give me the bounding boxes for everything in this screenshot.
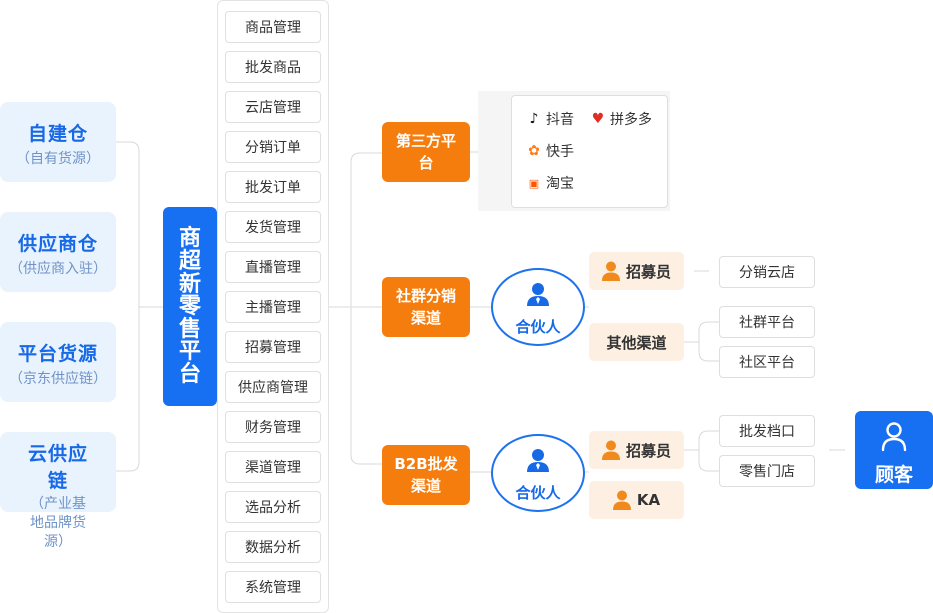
platform-label: 商超新零售平台: [178, 226, 201, 387]
module-item: 分销订单: [225, 131, 321, 163]
ecom-name: 拼多多: [610, 112, 652, 128]
module-item: 渠道管理: [225, 451, 321, 483]
ecom-name: 快手: [546, 144, 574, 160]
module-item: 批发订单: [225, 171, 321, 203]
ecom-name: 抖音: [546, 112, 574, 128]
role-2-bracket: [698, 321, 719, 362]
customer-person-icon: [881, 422, 907, 452]
customer-label: 顾客: [874, 464, 913, 486]
module-item: 主播管理: [225, 291, 321, 323]
leaf-item: 分销云店: [719, 256, 815, 288]
partner-node: 合伙人: [491, 268, 585, 346]
partner-label: 合伙人: [515, 318, 561, 336]
source-subtitle: （京东供应链）: [9, 371, 107, 387]
douyin-icon: ♪: [529, 111, 539, 127]
leaf-item: 批发档口: [719, 415, 815, 447]
kuaishou-icon: ✿: [528, 143, 540, 159]
source-title: 平台货源: [17, 343, 98, 365]
role-recruiter: 招募员: [589, 252, 684, 290]
module-item: 招募管理: [225, 331, 321, 363]
role-other-channels: 其他渠道: [589, 323, 684, 361]
channel-label: B2B批发渠道: [394, 455, 458, 495]
source-subtitle: （自有货源）: [16, 151, 100, 167]
channel-community: 社群分销渠道: [382, 277, 470, 337]
source-title: 自建仓: [27, 123, 88, 145]
channel-label: 第三方平台: [395, 132, 456, 172]
ecom-douyin: ♪ 抖音: [526, 109, 574, 129]
module-item: 云店管理: [225, 91, 321, 123]
ecom-pinduoduo: ♥ 拼多多: [590, 109, 652, 129]
role-ka: KA: [589, 481, 684, 519]
source-platform-goods: 平台货源 （京东供应链）: [0, 322, 116, 402]
source-subtitle: （供应商入驻）: [9, 261, 107, 277]
role-recruiter: 招募员: [589, 431, 684, 469]
pinduoduo-icon: ♥: [591, 111, 605, 127]
source-cloud-supply-chain: 云供应链 （产业基地品牌货源）: [0, 432, 116, 550]
leaf-item: 零售门店: [719, 455, 815, 487]
partner-person-icon: [527, 449, 549, 472]
role-label: 招募员: [625, 441, 671, 460]
customer-node: 顾客: [855, 411, 933, 489]
person-icon: [601, 261, 620, 281]
role-3-bracket: [698, 430, 719, 472]
source-subtitle: （产业基地品牌货源）: [30, 496, 86, 550]
module-item: 系统管理: [225, 571, 321, 603]
source-self-warehouse: 自建仓 （自有货源）: [0, 102, 116, 182]
channel-label: 社群分销渠道: [395, 287, 456, 327]
partner-person-icon: [527, 283, 549, 306]
module-item: 直播管理: [225, 251, 321, 283]
partner-node: 合伙人: [491, 434, 585, 512]
source-title: 云供应链: [27, 443, 88, 492]
partner-label: 合伙人: [515, 484, 561, 502]
ecom-taobao: ▣ 淘宝: [526, 173, 574, 193]
channel-third-party: 第三方平台: [382, 122, 470, 182]
module-item: 数据分析: [225, 531, 321, 563]
source-supplier-warehouse: 供应商仓 （供应商入驻）: [0, 212, 116, 292]
module-item: 商品管理: [225, 11, 321, 43]
source-title: 供应商仓: [17, 233, 98, 255]
platform-block: 商超新零售平台: [163, 207, 217, 406]
module-item: 供应商管理: [225, 371, 321, 403]
leaf-item: 社群平台: [719, 306, 815, 338]
module-item: 选品分析: [225, 491, 321, 523]
ecommerce-box: [511, 95, 668, 208]
taobao-icon: ▣: [528, 176, 540, 190]
channels-bracket: [350, 152, 382, 465]
module-item: 批发商品: [225, 51, 321, 83]
role-label: 其他渠道: [606, 333, 667, 352]
person-icon: [612, 490, 631, 510]
module-item: 发货管理: [225, 211, 321, 243]
leaf-item: 社区平台: [719, 346, 815, 378]
role-label: KA: [636, 491, 661, 509]
module-item: 财务管理: [225, 411, 321, 443]
sources-bracket: [116, 141, 140, 472]
role-label: 招募员: [625, 262, 671, 281]
ecom-name: 淘宝: [546, 176, 574, 192]
channel-b2b: B2B批发渠道: [382, 445, 470, 505]
ecom-kuaishou: ✿ 快手: [526, 141, 574, 161]
person-icon: [601, 440, 620, 460]
